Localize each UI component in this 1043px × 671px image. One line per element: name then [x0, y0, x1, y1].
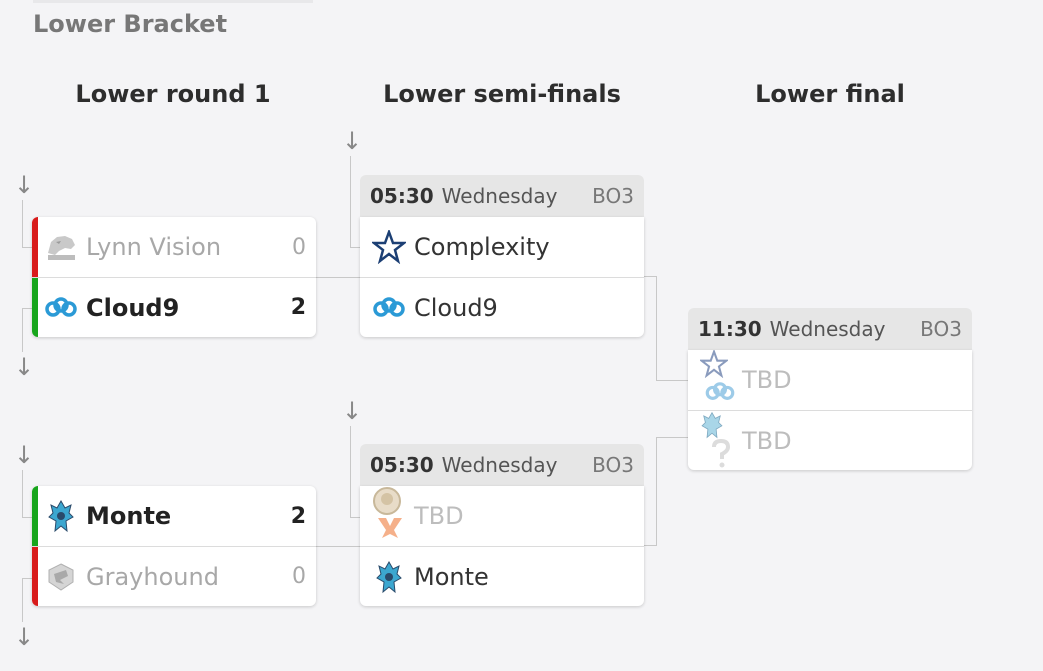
- team-name: Complexity: [414, 233, 550, 261]
- connector-line: [22, 247, 32, 248]
- cloud9-logo-icon: [372, 291, 406, 325]
- ence-fnatic-logos-icon: [372, 487, 406, 538]
- team-row[interactable]: Complexity: [360, 217, 644, 277]
- connector-line: [22, 470, 23, 518]
- match-day: Wednesday: [441, 453, 558, 477]
- match-format: BO3: [920, 317, 962, 341]
- team-name: TBD: [742, 426, 792, 455]
- team-row[interactable]: TBD: [688, 350, 972, 410]
- connector-line: [644, 276, 656, 277]
- team-row[interactable]: Monte 2: [32, 486, 316, 546]
- match-time: 05:30: [370, 453, 434, 477]
- team-score: 2: [290, 503, 306, 529]
- win-indicator: [32, 486, 38, 546]
- connector-line: [656, 380, 688, 381]
- match-format: BO3: [592, 453, 634, 477]
- down-arrow-icon: ↓: [14, 171, 35, 199]
- connector-line: [22, 308, 32, 309]
- team-row[interactable]: Cloud9 2: [32, 277, 316, 337]
- team-score: 2: [290, 295, 306, 320]
- connector-line: [350, 247, 360, 248]
- down-arrow-icon: ↓: [14, 441, 35, 469]
- connector-line: [22, 578, 23, 622]
- connector-line: [350, 517, 360, 518]
- match-card-semi-a[interactable]: 05:30 Wednesday BO3 Complexity Cloud9: [360, 175, 644, 337]
- team-name: Cloud9: [86, 293, 180, 322]
- team-name: Grayhound: [86, 562, 219, 591]
- match-card-lower-final[interactable]: 11:30 Wednesday BO3 TBD: [688, 308, 972, 470]
- team-name: Monte: [86, 502, 172, 530]
- match-time: 11:30: [698, 317, 762, 341]
- team-row[interactable]: Grayhound 0: [32, 546, 316, 606]
- section-title: Lower Bracket: [33, 10, 228, 38]
- match-format: BO3: [592, 184, 634, 208]
- team-name: Cloud9: [414, 293, 498, 322]
- team-name: Monte: [414, 562, 489, 591]
- team-row[interactable]: TBD: [360, 486, 644, 546]
- connector-line: [656, 276, 657, 381]
- match-day: Wednesday: [441, 184, 558, 208]
- match-header: 05:30 Wednesday BO3: [360, 444, 644, 486]
- match-card-round1-a[interactable]: Lynn Vision 0 Cloud9 2: [32, 217, 316, 337]
- down-arrow-icon: ↓: [14, 623, 35, 651]
- grayhound-logo-icon: [44, 560, 78, 594]
- down-arrow-icon: ↓: [342, 397, 363, 425]
- team-score: 0: [292, 564, 306, 589]
- monte-logo-icon: [372, 560, 406, 594]
- title-underline: [33, 0, 313, 3]
- connector-line: [22, 517, 32, 518]
- complexity-cloud9-logos-icon: [700, 350, 735, 400]
- connector-line: [22, 200, 23, 248]
- complexity-logo-icon: [372, 230, 406, 264]
- loss-indicator: [32, 547, 38, 606]
- connector-line: [22, 308, 23, 352]
- team-name: Lynn Vision: [86, 233, 222, 261]
- connector-line: [316, 546, 360, 547]
- down-arrow-icon: ↓: [342, 127, 363, 155]
- team-row[interactable]: TBD: [688, 410, 972, 470]
- connector-line: [656, 437, 657, 546]
- match-card-round1-b[interactable]: Monte 2 Grayhound 0: [32, 486, 316, 606]
- round-title-lower-semi-finals: Lower semi-finals: [383, 80, 621, 108]
- team-row[interactable]: Lynn Vision 0: [32, 217, 316, 277]
- team-name: TBD: [742, 366, 792, 394]
- match-card-semi-b[interactable]: 05:30 Wednesday BO3 TBD: [360, 444, 644, 606]
- connector-line: [316, 277, 360, 278]
- cloud9-logo-icon: [44, 291, 78, 325]
- connector-line: [350, 426, 351, 518]
- round-title-lower-final: Lower final: [755, 80, 905, 108]
- monte-unknown-logos-icon: [700, 411, 734, 467]
- team-row[interactable]: Cloud9: [360, 277, 644, 337]
- connector-line: [22, 578, 32, 579]
- connector-line: [644, 545, 656, 546]
- connector-line: [656, 437, 688, 438]
- lynn-vision-logo-icon: [44, 230, 78, 264]
- team-score: 0: [292, 234, 306, 260]
- loss-indicator: [32, 217, 38, 277]
- team-name: TBD: [414, 502, 464, 530]
- match-time: 05:30: [370, 184, 434, 208]
- connector-line: [350, 156, 351, 248]
- monte-logo-icon: [44, 499, 78, 533]
- match-header: 05:30 Wednesday BO3: [360, 175, 644, 217]
- win-indicator: [32, 278, 38, 337]
- match-day: Wednesday: [769, 317, 886, 341]
- team-row[interactable]: Monte: [360, 546, 644, 606]
- round-title-lower-round-1: Lower round 1: [75, 80, 271, 108]
- down-arrow-icon: ↓: [14, 353, 35, 381]
- match-header: 11:30 Wednesday BO3: [688, 308, 972, 350]
